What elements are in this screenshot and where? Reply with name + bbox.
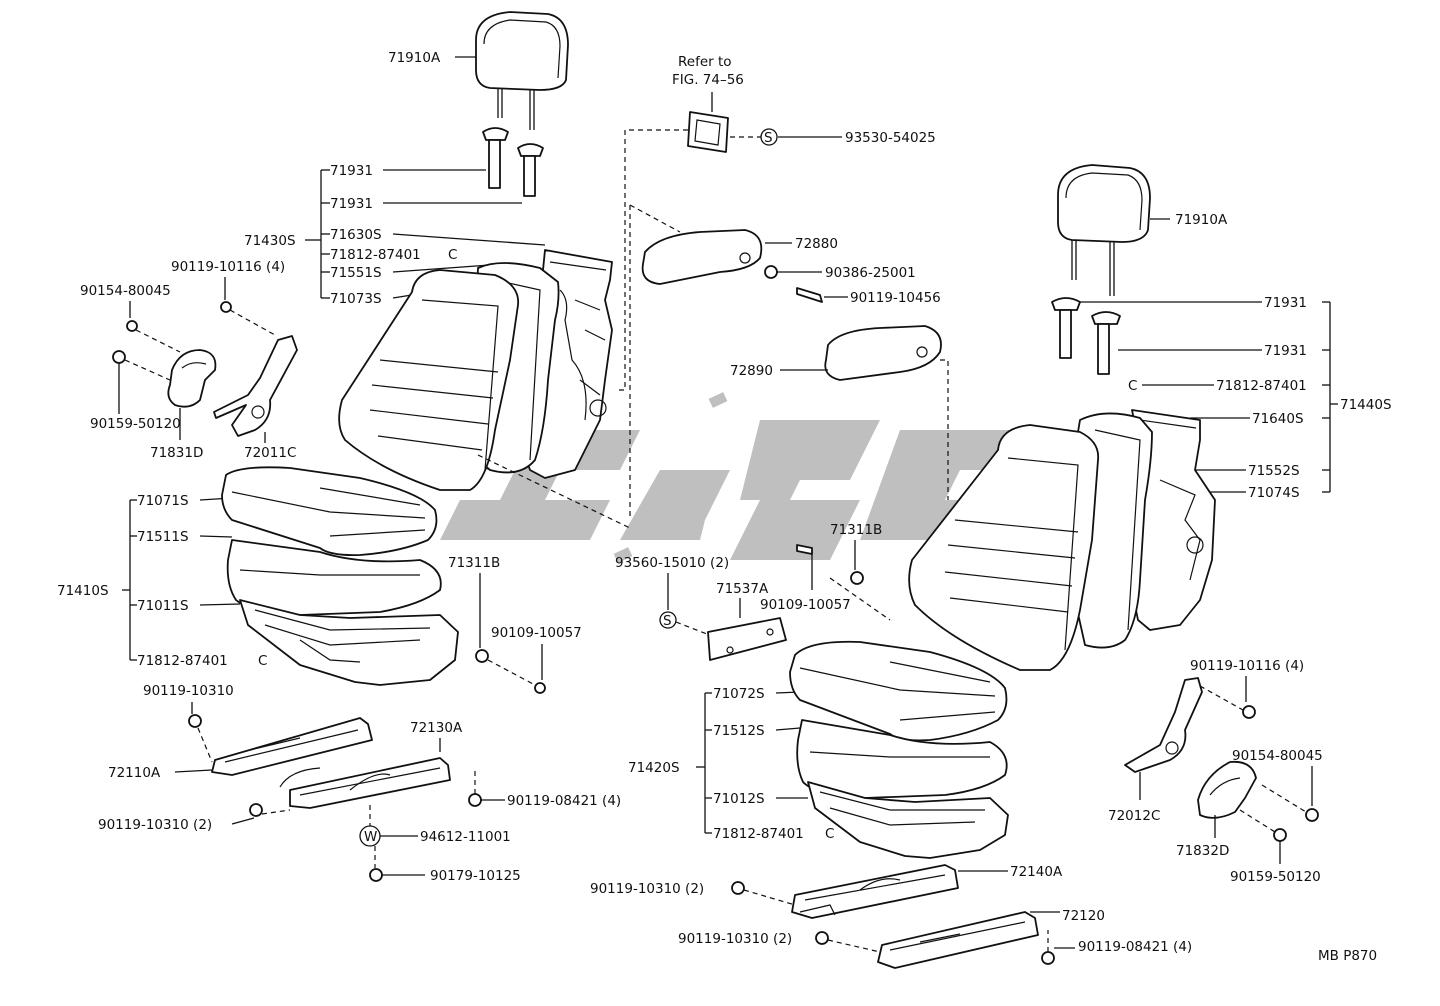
washer-symbol-w: W [364, 829, 377, 845]
seat-track-right-72140a [791, 864, 959, 919]
label-71012s: 71012S [713, 791, 765, 807]
cushion-right-pad-71512s [796, 719, 1008, 799]
seatback-left-cover [338, 269, 519, 491]
label-72011c: 72011C [244, 445, 296, 461]
label-72130a: 72130A [410, 720, 463, 736]
label-90179-10125: 90179-10125 [430, 868, 521, 884]
label-90386-25001: 90386-25001 [825, 265, 916, 281]
recliner-hinge-left-72011c [213, 335, 298, 437]
cushion-right-frame-71012s [807, 781, 1009, 859]
refer-note-line2: FIG. 74–56 [672, 72, 744, 88]
cushion-left-cover-71071s [221, 466, 438, 557]
label-71410s: 71410S [57, 583, 109, 599]
label-90159-50120-right: 90159-50120 [1230, 869, 1321, 885]
seat-track-left-72120 [877, 911, 1039, 969]
label-94612-11001: 94612-11001 [420, 829, 511, 845]
headrest-guide-right-1 [1051, 297, 1081, 359]
cushion-left-frame-71011s [239, 599, 459, 686]
label-90119-08421-left: 90119-08421 (4) [507, 793, 621, 809]
recliner-cover-right-71832d [1197, 760, 1257, 819]
side-panel-71537a [707, 617, 787, 661]
label-71071s: 71071S [137, 493, 189, 509]
clip-symbol-s-2: S [663, 613, 672, 629]
label-90119-08421-right: 90119-08421 (4) [1078, 939, 1192, 955]
label-71011s: 71011S [137, 598, 189, 614]
label-90119-10116-left: 90119-10116 (4) [171, 259, 285, 275]
label-71931-left-2: 71931 [330, 196, 373, 212]
label-90109-10057-right: 90109-10057 [760, 597, 851, 613]
recliner-hinge-right-72012c [1124, 677, 1203, 773]
label-72880: 72880 [795, 236, 838, 252]
label-90119-10456: 90119-10456 [850, 290, 941, 306]
recliner-cover-left-71831d [167, 349, 217, 408]
label-90154-80045-left: 90154-80045 [80, 283, 171, 299]
label-71420s: 71420S [628, 760, 680, 776]
label-71812-87401-right: 71812-87401 [1216, 378, 1307, 394]
label-71074s: 71074S [1248, 485, 1300, 501]
label-71931-right-1: 71931 [1264, 295, 1307, 311]
label-72120: 72120 [1062, 908, 1105, 924]
label-71910a-right: 71910A [1175, 212, 1228, 228]
label-90119-10310-right-1: 90119-10310 (2) [590, 881, 704, 897]
seatback-right-cover [908, 424, 1100, 671]
label-71640s: 71640S [1252, 411, 1304, 427]
label-90119-10310-left-2: 90119-10310 (2) [98, 817, 212, 833]
label-71072s: 71072S [713, 686, 765, 702]
clip-symbol-c-2: C [258, 653, 267, 669]
clip-symbol-s-1: S [764, 130, 773, 146]
label-72110a: 72110A [108, 765, 161, 781]
label-71931-right-2: 71931 [1264, 343, 1307, 359]
label-93530-54025: 93530-54025 [845, 130, 936, 146]
headrest-guide-left-2 [517, 143, 544, 197]
label-71812-87401-lower-left: 71812-87401 [137, 653, 228, 669]
label-72140a: 72140A [1010, 864, 1063, 880]
label-71551s: 71551S [330, 265, 382, 281]
label-71537a: 71537A [716, 581, 769, 597]
label-90119-10310-right-2: 90119-10310 (2) [678, 931, 792, 947]
refer-note-line1: Refer to [678, 54, 732, 70]
label-90119-10116-right: 90119-10116 (4) [1190, 658, 1304, 674]
label-72012c: 72012C [1108, 808, 1160, 824]
label-72890: 72890 [730, 363, 773, 379]
headrest-guide-left-1 [482, 127, 509, 189]
headrest-left [475, 11, 569, 130]
cushion-left-pad-71511s [226, 539, 442, 616]
switch-bezel [687, 111, 729, 153]
label-90159-50120-left: 90159-50120 [90, 416, 181, 432]
label-71430s: 71430S [244, 233, 296, 249]
label-90154-80045-right: 90154-80045 [1232, 748, 1323, 764]
clip-symbol-c-4: C [825, 826, 834, 842]
clip-symbol-c-1: C [448, 247, 457, 263]
label-71552s: 71552S [1248, 463, 1300, 479]
label-71511s: 71511S [137, 529, 189, 545]
label-90109-10057-left: 90109-10057 [491, 625, 582, 641]
label-71931-left-1: 71931 [330, 163, 373, 179]
seat-track-left-72110a [211, 717, 373, 776]
armrest-upper-72880 [641, 229, 763, 285]
clip-symbol-c-3: C [1128, 378, 1137, 394]
label-71831d: 71831D [150, 445, 203, 461]
label-90119-10310-left-top: 90119-10310 [143, 683, 234, 699]
label-71311b-right: 71311B [830, 522, 882, 538]
figure-code: MB P870 [1318, 948, 1377, 964]
label-71311b-left: 71311B [448, 555, 500, 571]
headrest-right [1057, 164, 1151, 296]
label-71832d: 71832D [1176, 843, 1229, 859]
label-71910a-left: 71910A [388, 50, 441, 66]
cushion-right-cover-71072s [789, 640, 1008, 742]
label-93560-15010: 93560-15010 (2) [615, 555, 729, 571]
seat-track-right-72130a [279, 757, 451, 809]
label-71073s: 71073S [330, 291, 382, 307]
label-71812-87401-right-lower: 71812-87401 [713, 826, 804, 842]
armrest-lower-72890 [824, 325, 942, 381]
label-71630s: 71630S [330, 227, 382, 243]
label-71512s: 71512S [713, 723, 765, 739]
label-71812-87401-upper-left: 71812-87401 [330, 247, 421, 263]
headrest-guide-right-2 [1091, 311, 1121, 375]
label-71440s: 71440S [1340, 397, 1392, 413]
